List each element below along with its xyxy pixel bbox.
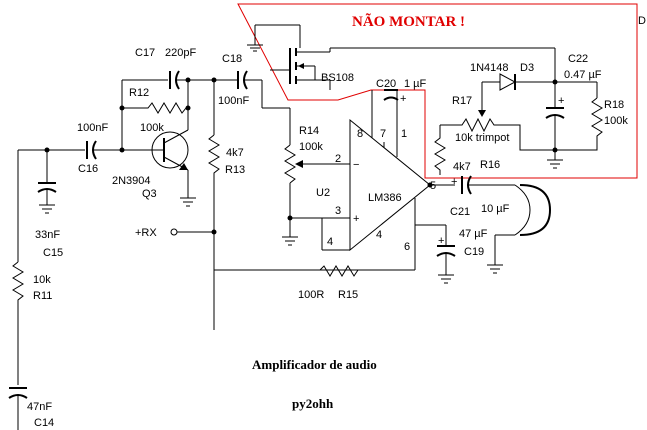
c18-label: C18 xyxy=(222,53,242,65)
pin-5: 5 xyxy=(430,180,436,192)
c21-value: 10 µF xyxy=(481,203,510,215)
c17-value: 220pF xyxy=(165,47,196,59)
resistor-r12 xyxy=(122,102,188,114)
c15-value: 33nF xyxy=(35,229,60,241)
warning-label: NÃO MONTAR ! xyxy=(352,12,465,30)
c16-value: 100nF xyxy=(77,122,108,134)
mosfet-bs108 xyxy=(247,24,555,90)
opamp-minus: − xyxy=(353,159,359,171)
c20-label: C20 xyxy=(376,78,396,90)
capacitor-c21 xyxy=(461,175,515,195)
r17-value: 10k trimpot xyxy=(455,132,509,144)
r14-value: 100k xyxy=(299,141,323,153)
pin-8: 8 xyxy=(357,128,363,140)
c21-label: C21 xyxy=(450,206,470,218)
diagram-title: Amplificador de audio xyxy=(252,357,377,372)
c20-polarity: + xyxy=(400,93,406,105)
r18-value: 100k xyxy=(604,115,628,127)
c20-value: 1 µF xyxy=(404,78,427,90)
q3-type: 2N3904 xyxy=(112,175,151,187)
potentiometer-r14 xyxy=(282,108,350,246)
resistor-r13 xyxy=(208,134,220,330)
resistor-r11 xyxy=(12,261,24,385)
c19-label: C19 xyxy=(464,246,484,258)
capacitor-c15 xyxy=(37,150,57,214)
trimpot-r17 xyxy=(440,82,555,151)
c14-value: 47nF xyxy=(27,401,52,413)
r12-label: R12 xyxy=(129,87,149,99)
pin-2: 2 xyxy=(335,153,341,165)
c22-value: 0.47 µF xyxy=(564,69,602,81)
c22-label: C22 xyxy=(568,53,588,65)
r15-value: 100R xyxy=(298,289,324,301)
diode-d3 xyxy=(482,73,555,91)
capacitor-c17 xyxy=(169,70,238,90)
u2-type: LM386 xyxy=(368,192,402,204)
r16-value: 4k7 xyxy=(453,161,471,173)
c19-polarity: + xyxy=(438,235,444,247)
transistor-q3 xyxy=(135,129,196,207)
r13-label: R13 xyxy=(225,164,245,176)
c19-value: 47 µF xyxy=(459,228,488,240)
c18-value: 100nF xyxy=(218,95,249,107)
pin-6: 6 xyxy=(404,241,410,253)
r11-value: 10k xyxy=(33,274,51,286)
capacitor-c19 xyxy=(415,224,456,284)
rx-terminal xyxy=(170,228,178,236)
corner-label: D xyxy=(638,15,646,27)
d3-type: 1N4148 xyxy=(470,62,509,74)
q3-label: Q3 xyxy=(142,188,157,200)
opamp-lm386 xyxy=(214,90,431,271)
capacitor-c14 xyxy=(8,387,28,430)
r11-label: R11 xyxy=(33,290,52,302)
d3-label: D3 xyxy=(520,62,534,74)
rx-label: +RX xyxy=(135,227,157,239)
author-label: py2ohh xyxy=(292,396,334,411)
capacitor-c20 xyxy=(383,89,399,101)
r15-label: R15 xyxy=(338,289,358,301)
resistor-r15 xyxy=(214,265,415,277)
pin-1: 1 xyxy=(401,128,407,140)
resistor-r16 xyxy=(434,125,446,175)
pin-4-inner: 4 xyxy=(327,236,333,248)
opamp-plus: + xyxy=(353,213,359,225)
headphone-icon xyxy=(487,184,552,274)
r14-label: R14 xyxy=(299,125,319,137)
r13-value: 4k7 xyxy=(226,147,244,159)
r12-value: 100k xyxy=(140,122,164,134)
r18-label: R18 xyxy=(604,99,624,111)
c21-polarity: + xyxy=(451,176,457,188)
resistor-r18 xyxy=(555,97,603,151)
r16-label: R16 xyxy=(480,159,500,171)
pin-7: 7 xyxy=(380,128,386,140)
capacitor-c16 xyxy=(86,140,135,160)
c16-label: C16 xyxy=(78,163,98,175)
capacitor-c22 xyxy=(545,107,565,150)
c22-polarity: + xyxy=(558,95,564,107)
u2-label: U2 xyxy=(316,187,330,199)
r17-label: R17 xyxy=(452,95,472,107)
c14-label: C14 xyxy=(34,417,54,429)
bs108-label: BS108 xyxy=(321,72,354,84)
pin-3: 3 xyxy=(335,205,341,217)
c17-label: C17 xyxy=(135,47,155,59)
c15-label: C15 xyxy=(43,247,63,259)
warning-zone-outline xyxy=(237,3,638,179)
capacitor-c18 xyxy=(237,70,290,109)
pin-4: 4 xyxy=(376,229,382,241)
